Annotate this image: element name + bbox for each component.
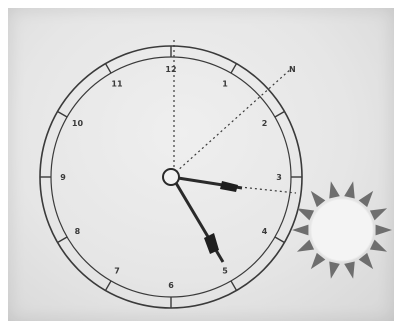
hour-numeral: 10 xyxy=(72,119,84,128)
sun-ray xyxy=(297,240,314,252)
dial-tick xyxy=(231,281,237,291)
hour-numeral: 3 xyxy=(276,173,282,182)
sun-ray xyxy=(292,225,308,236)
hour-numeral: 1 xyxy=(222,79,228,88)
minute-hand xyxy=(176,183,223,262)
sun-disc xyxy=(311,199,373,261)
sun-ray xyxy=(370,240,387,252)
hour-numeral: 9 xyxy=(60,173,66,182)
sun-ray xyxy=(297,208,314,220)
hour-numeral: 8 xyxy=(75,227,81,236)
hour-numeral: 5 xyxy=(222,267,228,276)
sun-direction-line xyxy=(240,187,296,193)
hour-numeral: 4 xyxy=(262,227,268,236)
dial-tick xyxy=(275,237,285,243)
hour-numeral: 11 xyxy=(111,79,123,88)
bisector-line xyxy=(176,68,292,172)
hour-hand xyxy=(178,178,242,192)
clock-center-pivot xyxy=(163,169,179,185)
sun-ray xyxy=(344,181,355,198)
hour-numeral: 6 xyxy=(168,281,174,290)
sun-ray xyxy=(359,191,373,207)
sun-ray xyxy=(329,181,340,198)
sun-ray xyxy=(359,253,373,269)
sun-ray xyxy=(376,225,392,236)
sun-icon xyxy=(292,181,392,278)
sun-ray xyxy=(311,191,325,207)
hour-numeral: 2 xyxy=(262,119,268,128)
dial-tick xyxy=(106,64,112,74)
sun-ray xyxy=(344,262,355,279)
dial-tick xyxy=(275,112,285,118)
hour-numeral: 12 xyxy=(165,65,176,74)
direction-mark: N xyxy=(289,65,296,74)
sun-ray xyxy=(311,253,325,269)
hour-numeral: 7 xyxy=(114,267,120,276)
dial-tick xyxy=(58,237,68,243)
dial-tick xyxy=(58,112,68,118)
dial-tick xyxy=(231,64,237,74)
sun-ray xyxy=(370,208,387,220)
dial-tick xyxy=(106,281,112,291)
sun-ray xyxy=(329,262,340,279)
